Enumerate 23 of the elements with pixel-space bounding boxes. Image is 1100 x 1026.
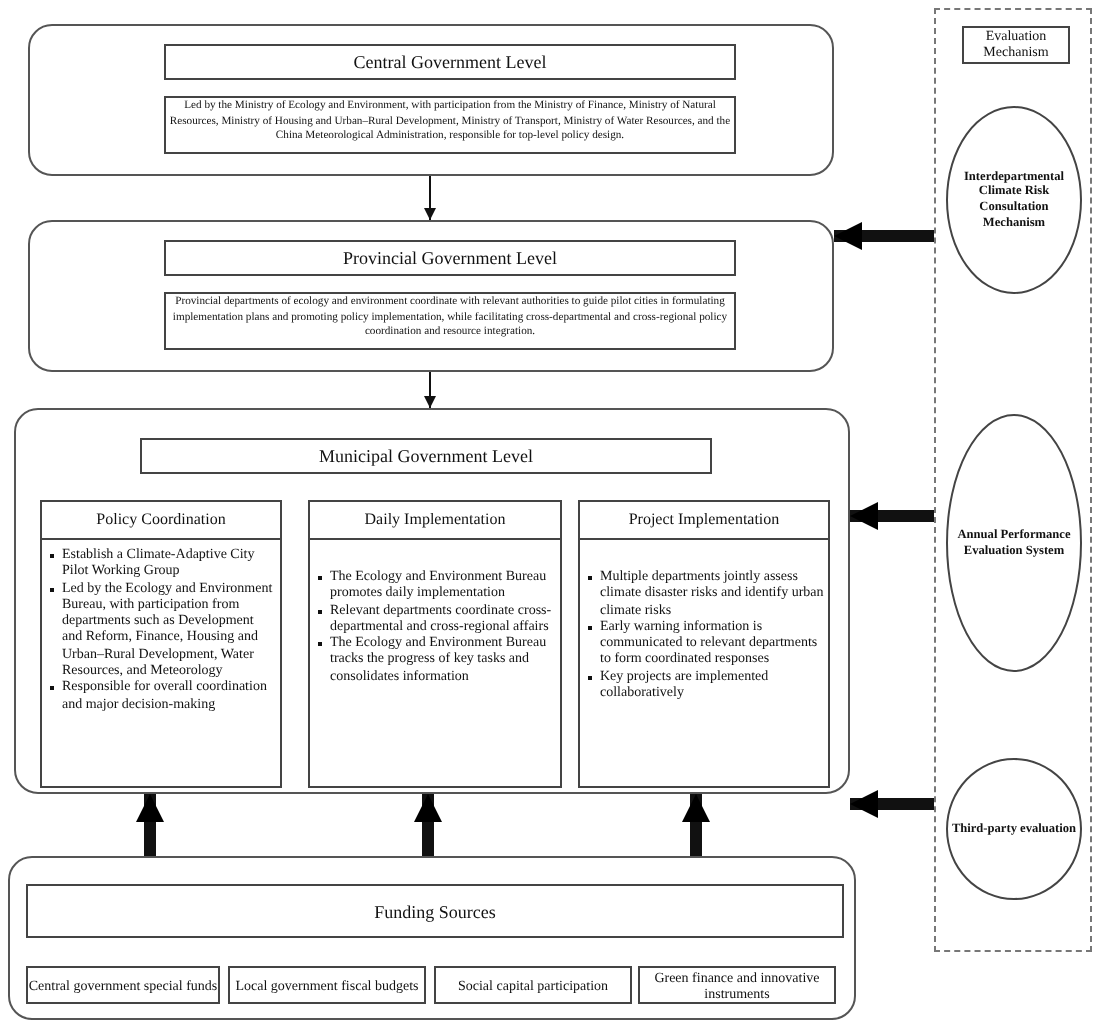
column-panel: [578, 500, 830, 788]
evaluation-panel: [934, 8, 1092, 952]
arrow: [424, 371, 436, 409]
arrow: [850, 502, 934, 530]
arrow: [424, 175, 436, 221]
level-panel: [28, 24, 834, 176]
title-box: Central Government Level: [164, 44, 736, 80]
column-panel: [40, 500, 282, 788]
title-box: Provincial Government Level: [164, 240, 736, 276]
arrow: [850, 790, 934, 818]
arrow: [136, 794, 164, 856]
arrow: [834, 222, 934, 250]
level-panel: [8, 856, 856, 1020]
column-heading: Policy Coordination: [42, 502, 280, 540]
title-box: Funding Sources: [26, 884, 844, 938]
title-box: Municipal Government Level: [140, 438, 712, 474]
level-panel: [28, 220, 834, 372]
column-heading: Project Implementation: [580, 502, 828, 540]
level-panel: [14, 408, 850, 794]
arrow: [682, 794, 710, 856]
arrow: [414, 794, 442, 856]
column-heading: Daily Implementation: [310, 502, 560, 540]
column-panel: [308, 500, 562, 788]
